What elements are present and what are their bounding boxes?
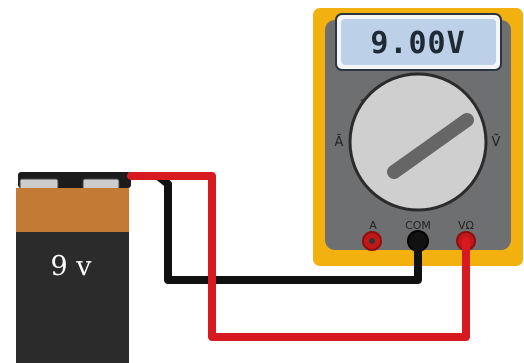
port-label-volt-ohm: VΩ xyxy=(458,219,474,232)
multimeter: 9.00V Ω A̅ V̅ Ã Ṽ A COM VΩ xyxy=(313,8,523,266)
positive-wire xyxy=(127,172,470,341)
display-reading: 9.00V xyxy=(370,26,465,61)
lcd-screen xyxy=(341,19,496,65)
selector-pointer xyxy=(387,113,474,179)
port-label-amps: A xyxy=(369,219,377,232)
battery-label: 9 v xyxy=(50,251,92,282)
port-label-common: COM xyxy=(405,219,431,232)
battery: 9 v xyxy=(16,172,131,363)
amps-jack-center xyxy=(369,238,375,244)
selector-dial[interactable] xyxy=(348,72,488,212)
dial-label-ac-amps: Ã xyxy=(335,134,344,150)
battery-top-band xyxy=(16,188,129,232)
battery-terminal-left xyxy=(19,178,59,190)
battery-body xyxy=(16,232,129,363)
battery-terminal-right xyxy=(82,178,120,190)
dial-label-ac-volts: Ṽ xyxy=(492,134,501,150)
